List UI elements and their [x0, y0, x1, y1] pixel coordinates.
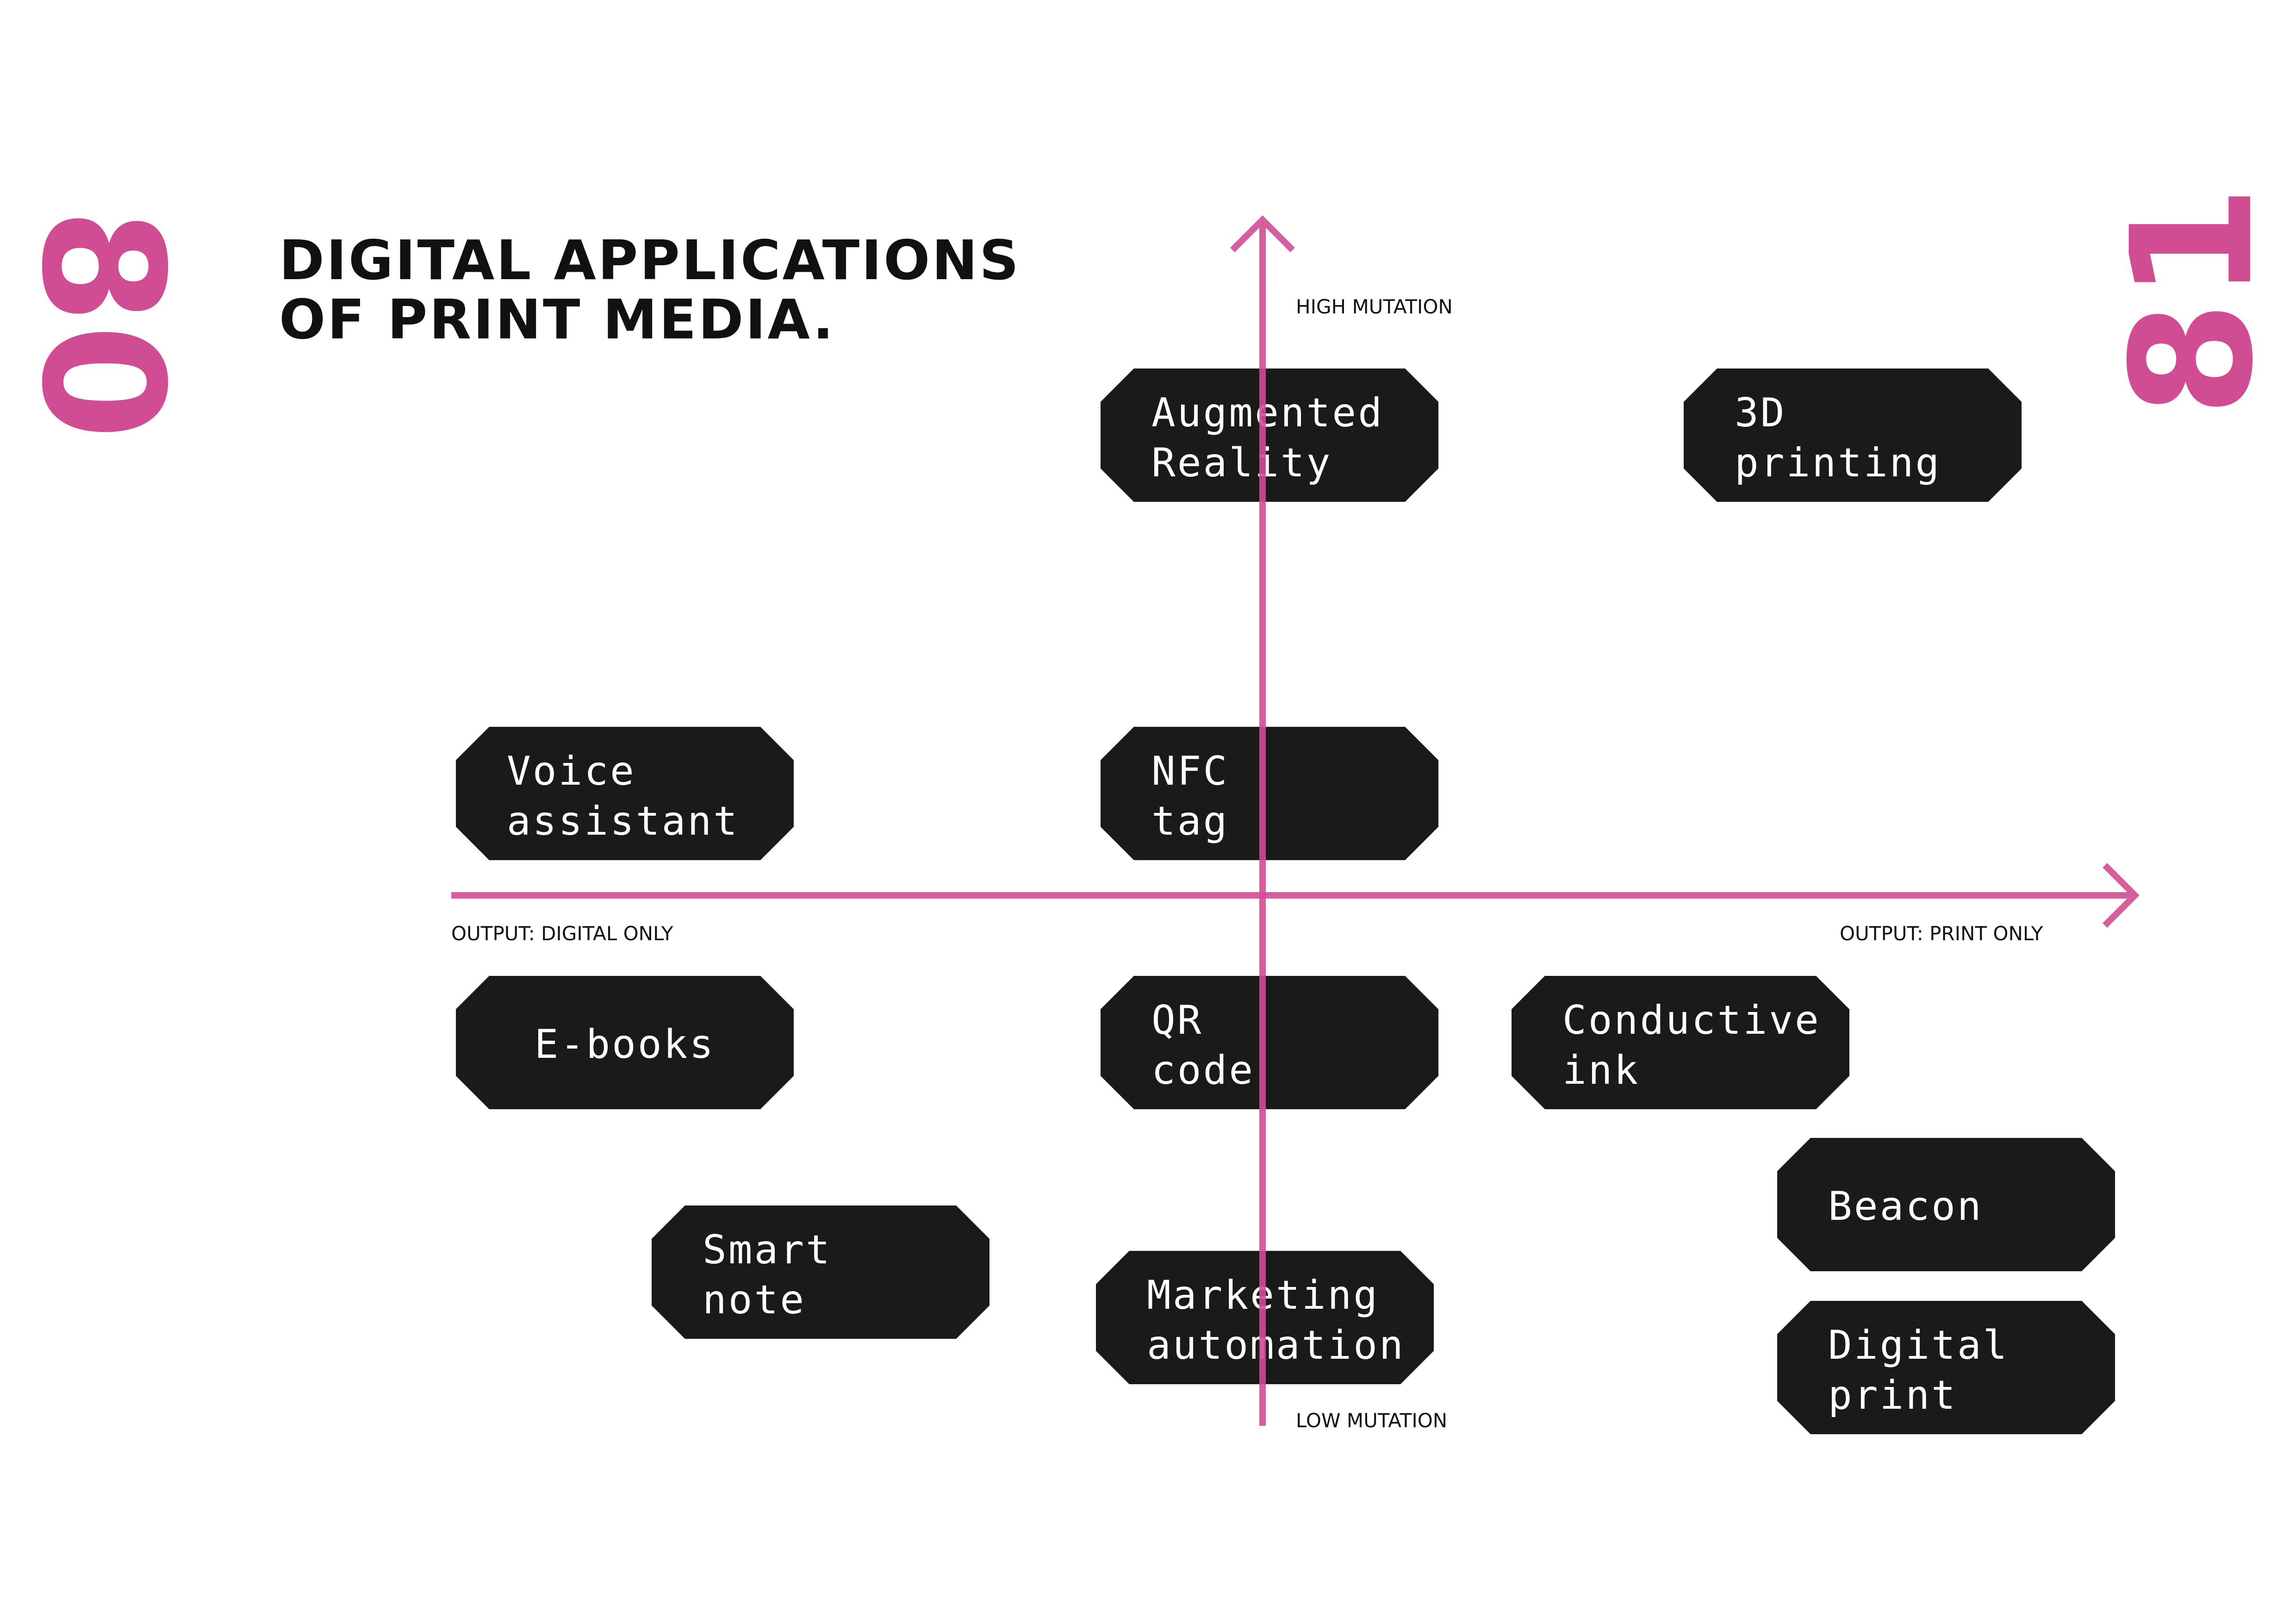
node-label: 3D printing — [1735, 390, 1941, 486]
vertical-axis — [1230, 215, 1295, 1426]
axis-label-high-mutation: HIGH MUTATION — [1296, 295, 1453, 318]
node-label: Beacon — [1828, 1183, 1983, 1230]
node-label: Digital print — [1828, 1322, 2009, 1418]
node-smart-note: Smart note — [652, 1206, 989, 1339]
node-label: NFC tag — [1151, 748, 1229, 844]
node-voice-assistant: Voice assistant — [456, 727, 794, 860]
node-beacon: Beacon — [1777, 1138, 2115, 1271]
node-label: Smart note — [703, 1227, 832, 1323]
node-conductive-ink: Conductive ink — [1512, 976, 1849, 1109]
title-line-2: OF PRINT MEDIA. — [279, 287, 835, 351]
arrow-right-icon — [2103, 863, 2140, 928]
node-e-books: E-books — [456, 976, 794, 1109]
node-label: Augmented Reality — [1151, 390, 1384, 486]
arrow-up-icon — [1230, 215, 1295, 252]
node-label: Voice assistant — [507, 748, 739, 844]
node-qr-code: QR code — [1101, 976, 1438, 1109]
axis-label-digital-only: OUTPUT: DIGITAL ONLY — [451, 922, 673, 945]
node-label: QR code — [1151, 997, 1255, 1093]
horizontal-axis — [451, 863, 2140, 928]
page-title: DIGITAL APPLICATIONS OF PRINT MEDIA. — [279, 231, 1066, 349]
axis-label-low-mutation: LOW MUTATION — [1296, 1409, 1448, 1432]
node-nfc-tag: NFC tag — [1101, 727, 1438, 860]
node-augmented-reality: Augmented Reality — [1101, 369, 1438, 502]
axis-label-print-only: OUTPUT: PRINT ONLY — [1840, 922, 2043, 945]
node-digital-print: Digital print — [1777, 1301, 2115, 1434]
node-label: Conductive ink — [1562, 997, 1821, 1093]
node-label: E-books — [534, 1021, 716, 1068]
node-3d-printing: 3D printing — [1684, 369, 2022, 502]
title-line-1: DIGITAL APPLICATIONS — [279, 228, 1021, 292]
node-label: Marketing automation — [1147, 1272, 1405, 1368]
